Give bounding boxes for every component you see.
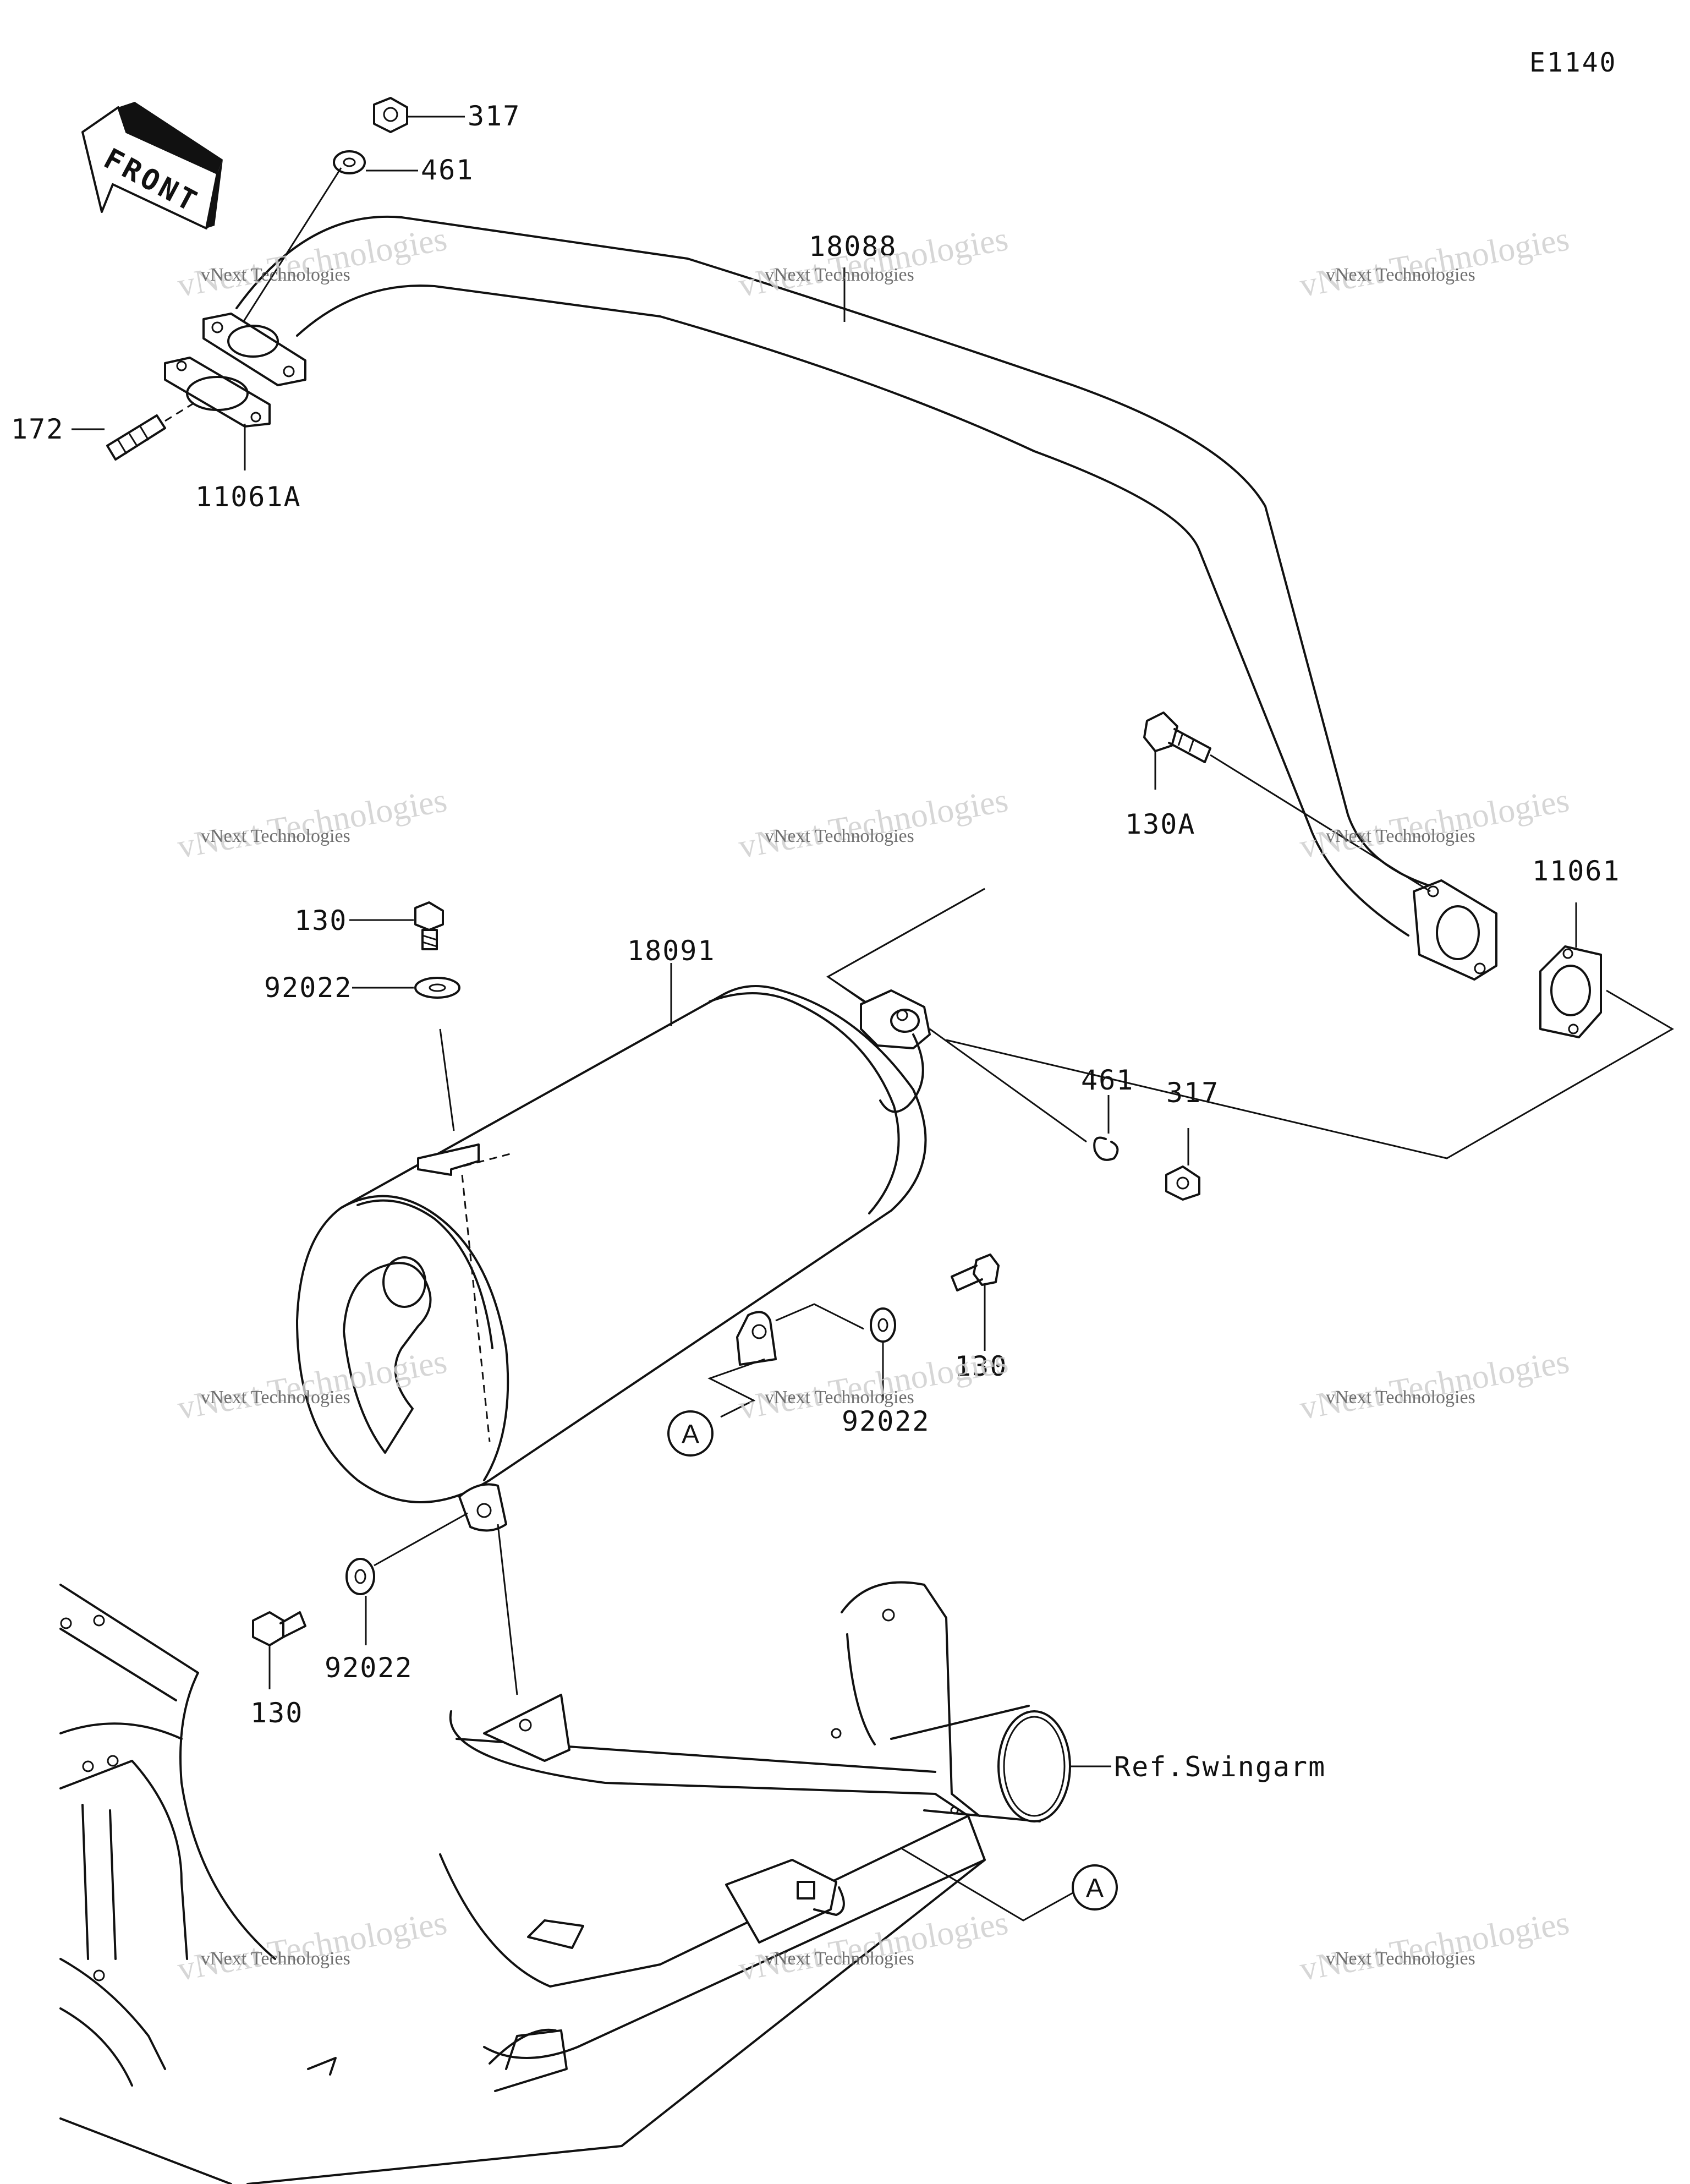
watermark-big: vNext Technologies <box>736 781 1011 866</box>
stud-172 <box>72 399 199 461</box>
front-arrow-icon: FRONT <box>81 102 223 229</box>
washer-92022-top <box>352 977 460 1131</box>
part-label-130-top: 130 <box>294 905 347 937</box>
callout-a-lower-letter: A <box>1086 1874 1104 1903</box>
muffler-18091 <box>296 963 931 1695</box>
watermark-small: vNext Technologies <box>765 1948 914 1969</box>
part-label-92022-bottom: 92022 <box>325 1652 413 1684</box>
part-label-317-mid: 317 <box>1166 1077 1219 1109</box>
exhaust-pipe-18088 <box>202 215 1497 981</box>
part-label-18088: 18088 <box>809 231 897 262</box>
part-label-317-top: 317 <box>468 100 520 132</box>
diagram-code: E1140 <box>1529 47 1617 78</box>
washer-461-top <box>333 150 418 174</box>
watermark-small: vNext Technologies <box>765 1387 914 1408</box>
watermark-small: vNext Technologies <box>765 826 914 846</box>
watermark-big: vNext Technologies <box>1297 220 1572 304</box>
watermark-small: vNext Technologies <box>1326 1387 1475 1408</box>
part-label-130A: 130A <box>1125 808 1195 840</box>
watermark-big: vNext Technologies <box>1297 1343 1572 1427</box>
part-label-172: 172 <box>11 413 64 445</box>
watermark-big: vNext Technologies <box>175 1904 450 1988</box>
part-label-11061A: 11061A <box>195 481 301 513</box>
watermark-small: vNext Technologies <box>765 265 914 285</box>
callout-a-upper-letter: A <box>682 1420 699 1449</box>
bolt-130-bottom <box>252 1611 306 1689</box>
nut-317-top <box>373 97 465 133</box>
watermark-small: vNext Technologies <box>201 265 350 285</box>
part-label-461-mid: 461 <box>1081 1064 1134 1096</box>
watermark-small: vNext Technologies <box>201 1387 350 1408</box>
reference-label-swingarm: Ref.Swingarm <box>1114 1751 1326 1783</box>
washer-92022-mid <box>775 1303 896 1400</box>
gasket-11061A <box>164 357 271 470</box>
washer-461-mid <box>929 1028 1119 1161</box>
bolt-130-mid <box>951 1254 1000 1351</box>
watermark-big: vNext Technologies <box>175 220 450 304</box>
watermark-big: vNext Technologies <box>1297 1904 1572 1988</box>
bolt-130-top <box>349 901 444 950</box>
watermark-small: vNext Technologies <box>1326 1948 1475 1969</box>
part-label-130-bottom: 130 <box>250 1697 303 1729</box>
watermark-big: vNext Technologies <box>1297 781 1572 866</box>
part-label-18091: 18091 <box>627 935 716 967</box>
part-label-92022-top: 92022 <box>264 972 353 1004</box>
bolt-130A <box>1143 711 1431 893</box>
watermark-small: vNext Technologies <box>1326 826 1475 846</box>
nut-317-mid <box>1165 1128 1200 1201</box>
part-label-461-top: 461 <box>421 154 474 186</box>
frame-and-swingarm <box>59 1581 1111 2184</box>
washer-92022-bottom <box>345 1558 375 1645</box>
part-label-130-mid: 130 <box>954 1350 1007 1382</box>
watermark-small: vNext Technologies <box>201 826 350 846</box>
watermark-small: vNext Technologies <box>201 1948 350 1969</box>
watermark-small: vNext Technologies <box>1326 265 1475 285</box>
callout-a-lower: A <box>902 1848 1118 1922</box>
watermark-big: vNext Technologies <box>175 781 450 866</box>
gasket-11061 <box>1539 902 1602 1038</box>
reference-plane <box>826 888 985 1005</box>
part-label-11061: 11061 <box>1532 855 1621 887</box>
part-label-92022-mid: 92022 <box>842 1405 930 1437</box>
callout-a-upper: A <box>667 1358 765 1457</box>
